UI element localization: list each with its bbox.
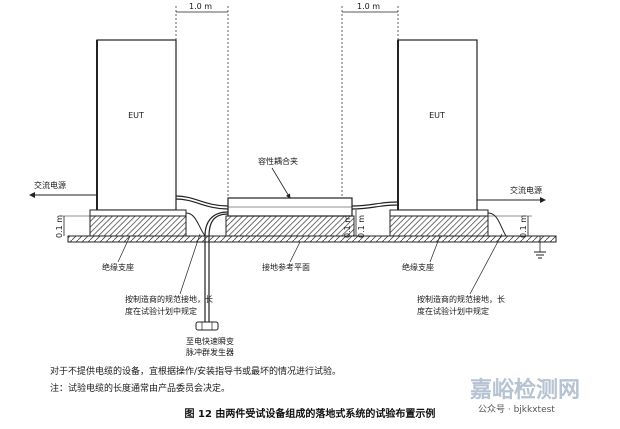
capacitive-clamp-label: 容性耦合夹	[258, 156, 298, 166]
eut-left-label: EUT	[128, 111, 144, 120]
ac-power-right-label: 交流电源	[510, 185, 542, 195]
height-mid-label: 0.1 m	[343, 215, 352, 238]
height-mid2-label: 0.1 m	[357, 215, 366, 238]
base-plate-right	[389, 209, 489, 217]
generator-label-line1: 至电快速瞬变	[186, 336, 234, 346]
insulation-support-left	[89, 215, 187, 237]
cable-left-to-clamp	[175, 195, 229, 207]
eut-right-label: EUT	[429, 111, 445, 120]
base-plate-left	[89, 209, 187, 217]
grounding-strap-left	[185, 212, 206, 237]
note-line-1: 对于不提供电缆的设备，宜根据操作/安装指导书或最坏的情况进行试验。	[50, 367, 342, 377]
height-left-label: 0.1 m	[55, 215, 64, 238]
ground-reference-plane	[67, 235, 557, 243]
insulation-support-right	[389, 215, 489, 237]
figure-caption: 图 12 由两件受试设备组成的落地式系统的试验布置示例	[184, 409, 436, 420]
eut-left	[96, 39, 177, 211]
connector	[195, 321, 219, 331]
eut-right	[397, 39, 478, 211]
dim-top-left-label: 1.0 m	[189, 2, 212, 11]
insulation-support-mid	[225, 215, 355, 237]
cable-to-generator	[204, 211, 229, 322]
dim-top-right-label: 1.0 m	[357, 2, 380, 11]
ground-plane-label: 接地参考平面	[262, 262, 310, 272]
insulation-right-label: 绝缘支座	[402, 262, 434, 272]
grounding-left-line1: 按制造商的规范接地，长	[125, 294, 213, 304]
grounding-strap-right	[487, 212, 507, 237]
grounding-right-line1: 按制造商的规范接地，长	[417, 294, 505, 304]
grounding-left-line2: 度在试验计划中规定	[125, 306, 197, 316]
watermark-small: 公众号 · bjkkxtest	[478, 405, 555, 415]
watermark-big: 嘉峪检测网	[470, 378, 581, 403]
cable-clamp-to-right	[351, 201, 399, 207]
generator-label-line2: 脉冲群发生器	[186, 347, 234, 357]
height-right-label: 0.1 m	[519, 215, 528, 238]
insulation-left-label: 绝缘支座	[102, 262, 134, 272]
note-line-2: 注：试验电缆的长度通常由产品委员会决定。	[50, 384, 231, 394]
grounding-right-line2: 度在试验计划中规定	[417, 306, 489, 316]
ac-power-left-label: 交流电源	[34, 180, 66, 190]
